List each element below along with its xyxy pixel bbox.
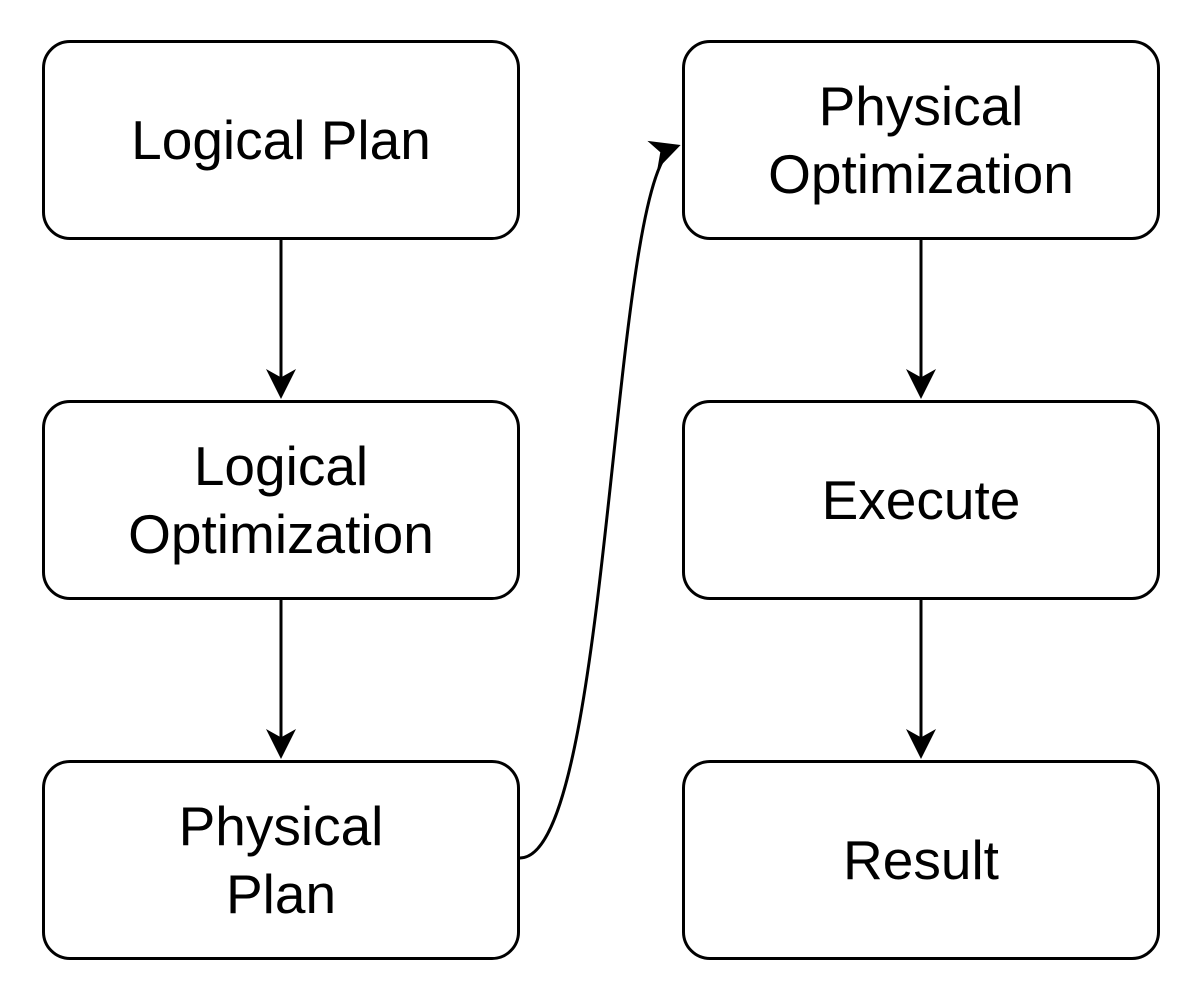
node-label: Physical Optimization [768, 72, 1074, 208]
node-label-line: Execute [821, 469, 1021, 531]
node-physical-optimization: Physical Optimization [682, 40, 1160, 240]
node-logical-optimization: Logical Optimization [42, 400, 520, 600]
node-label-line: Physical [818, 75, 1024, 137]
node-label-line: Plan [225, 863, 337, 925]
node-physical-plan: Physical Plan [42, 760, 520, 960]
node-label: Logical Optimization [128, 432, 434, 568]
node-label: Physical Plan [179, 792, 384, 928]
node-label-line: Optimization [768, 143, 1074, 205]
node-label-line: Logical [193, 435, 369, 497]
edge-physical-plan-to-physical-optimization [519, 141, 681, 860]
node-label: Execute [822, 466, 1021, 534]
node-label-line: Result [843, 829, 999, 891]
node-label: Logical Plan [131, 106, 431, 174]
node-execute: Execute [682, 400, 1160, 600]
node-label-line: Optimization [128, 503, 434, 565]
node-label-line: Physical [178, 795, 384, 857]
node-label: Result [843, 826, 999, 894]
node-label-line: Logical Plan [131, 109, 431, 171]
node-logical-plan: Logical Plan [42, 40, 520, 240]
node-result: Result [682, 760, 1160, 960]
